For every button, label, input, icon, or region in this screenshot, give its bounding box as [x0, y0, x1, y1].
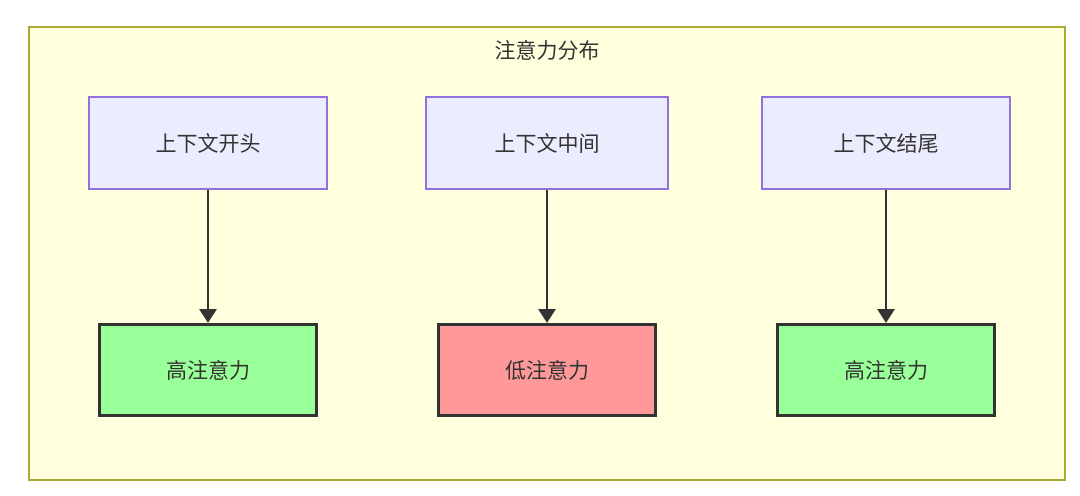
node-attention-result-middle: 低注意力 — [437, 323, 657, 417]
node-context-middle-label: 上下文中间 — [494, 133, 600, 156]
attention-distribution-cluster: 注意力分布 上下文开头 高注意力 上下文中间 低注意力 — [28, 26, 1066, 481]
arrow-head-icon — [877, 309, 895, 323]
node-context-start-label: 上下文开头 — [155, 133, 261, 156]
arrow-head-icon — [199, 309, 217, 323]
node-attention-result-middle-label: 低注意力 — [505, 360, 589, 383]
diagram-column-context-middle: 上下文中间 低注意力 — [425, 96, 669, 417]
node-context-end-label: 上下文结尾 — [833, 133, 939, 156]
node-attention-result-start: 高注意力 — [98, 323, 318, 417]
diagram-title: 注意力分布 — [494, 40, 600, 63]
arrow-context-start-to-result — [88, 190, 328, 323]
arrow-line — [546, 190, 548, 314]
node-context-start: 上下文开头 — [88, 96, 328, 190]
diagram-column-context-start: 上下文开头 高注意力 — [88, 96, 328, 417]
node-context-middle: 上下文中间 — [425, 96, 669, 190]
node-context-end: 上下文结尾 — [761, 96, 1011, 190]
diagram-column-context-end: 上下文结尾 高注意力 — [761, 96, 1011, 417]
arrow-head-icon — [538, 309, 556, 323]
arrow-context-end-to-result — [761, 190, 1011, 323]
arrow-line — [207, 190, 209, 314]
node-attention-result-end-label: 高注意力 — [844, 360, 928, 383]
arrow-line — [885, 190, 887, 314]
arrow-context-middle-to-result — [425, 190, 669, 323]
node-attention-result-start-label: 高注意力 — [166, 360, 250, 383]
node-attention-result-end: 高注意力 — [776, 323, 996, 417]
